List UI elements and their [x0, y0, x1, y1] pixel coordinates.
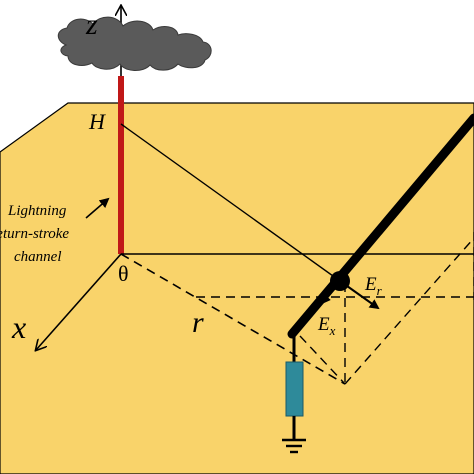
radial-field-arrow: [339, 280, 380, 310]
thundercloud-icon: [57, 16, 212, 71]
surge-arrester-icon: [285, 361, 304, 417]
height-to-point-line: [120, 123, 341, 282]
projection-line-diagonal: [299, 335, 346, 385]
ground-plane: [0, 102, 474, 474]
channel-label-line2: return-stroke: [0, 226, 69, 242]
x-axis: [36, 253, 122, 350]
x-field-arrow: [320, 280, 341, 305]
height-label: H: [88, 109, 106, 134]
channel-label-line1: Lightning: [7, 203, 67, 219]
distance-r-label: r: [192, 306, 204, 339]
radial-field-label: Er: [364, 274, 383, 298]
channel-label-line3: channel: [14, 249, 61, 265]
z-axis-label: z: [85, 8, 98, 41]
distance-r-line: [120, 253, 346, 385]
x-field-label: Ex: [317, 314, 336, 338]
origin-label: θ: [118, 261, 129, 286]
x-axis-label: x: [11, 309, 26, 345]
ground-trace-line: [344, 237, 474, 385]
channel-pointer-arrow: [85, 197, 110, 219]
ground-symbol-icon: [282, 438, 306, 454]
